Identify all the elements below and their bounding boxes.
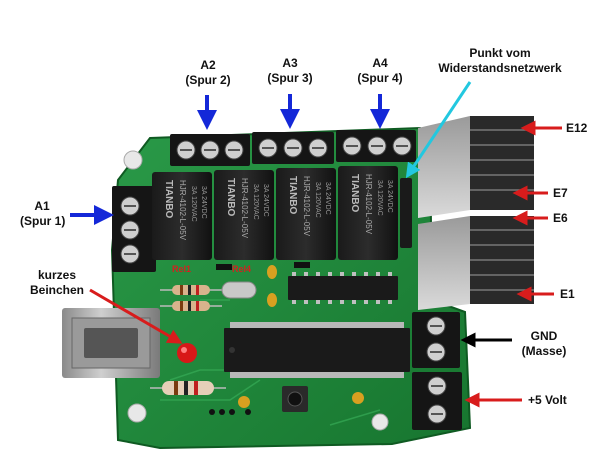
push-button: [282, 386, 308, 412]
relay-4: TIANBO HJR-4102-L-05V 3A 120VAC 3A 24VDC: [338, 166, 398, 260]
relay-rating-label: 3A 24VDC: [262, 184, 269, 217]
label-a2-line1: A2: [200, 58, 216, 72]
label-a4: A4 (Spur 4): [352, 56, 408, 86]
resistor: [150, 381, 226, 395]
crystal: [221, 281, 257, 299]
label-kurzes-line2: Beinchen: [29, 283, 84, 297]
relay-brand-label: TIANBO: [225, 178, 236, 217]
mounting-hole: [123, 150, 143, 170]
label-5v: +5 Volt: [528, 393, 567, 407]
relay-rating-label: 3A 120VAC: [376, 180, 383, 216]
relay-brand-label: TIANBO: [287, 176, 298, 215]
mounting-hole: [371, 413, 389, 431]
resistor: [160, 301, 222, 311]
terminal-a1: [112, 186, 156, 272]
capacitor: [352, 392, 364, 404]
relay-rating-label: 3A 120VAC: [190, 186, 197, 222]
relay-brand-label: TIANBO: [349, 174, 360, 213]
label-a4-line2: (Spur 4): [357, 71, 403, 85]
label-e1: E1: [560, 287, 575, 301]
label-a3-line1: A3: [282, 56, 298, 70]
terminal-gnd: [412, 312, 460, 368]
label-punkt-line2: Widerstandsnetzwerk: [438, 61, 562, 75]
diode: [216, 264, 232, 270]
usb-connector: [62, 308, 160, 378]
label-e12: E12: [566, 121, 588, 135]
capacitor: [238, 396, 250, 408]
input-connector-lower: [418, 216, 534, 310]
label-a1: A1 (Spur 1): [20, 199, 66, 229]
label-gnd-line2: (Masse): [521, 344, 567, 358]
label-punkt-line1: Punkt vom: [469, 46, 531, 60]
relay-brand-label: TIANBO: [163, 180, 174, 219]
arrow-kurzes: [89, 288, 183, 344]
relay-model-label: HJR-4102-L-05V: [302, 176, 311, 237]
label-kurzes-line1: kurzes: [37, 268, 77, 282]
label-gnd: GND (Masse): [514, 329, 574, 359]
red-led: [177, 343, 197, 363]
relay-2: TIANBO HJR-4102-L-05V 3A 120VAC 3A 24VDC: [214, 170, 274, 260]
capacitor: [267, 265, 277, 279]
terminal-5v: [412, 372, 462, 430]
rel4-mark: Rel4: [232, 264, 251, 274]
rel1-mark: Rel1: [172, 264, 191, 274]
relay-rating-label: 3A 24VDC: [200, 186, 207, 219]
label-a2: A2 (Spur 2): [180, 58, 236, 88]
ic-microcontroller: [224, 322, 410, 378]
label-punkt: Punkt vom Widerstandsnetzwerk: [436, 46, 564, 76]
label-e7: E7: [553, 186, 568, 200]
relay-rating-label: 3A 24VDC: [324, 182, 331, 215]
label-a1-line1: A1: [34, 199, 50, 213]
ic-small: [288, 272, 398, 304]
relay-model-label: HJR-4102-L-05V: [364, 174, 373, 235]
label-kurzes: kurzes Beinchen: [22, 268, 92, 298]
terminal-a3: [252, 132, 334, 164]
relay-rating-label: 3A 120VAC: [314, 182, 321, 218]
capacitor: [267, 293, 277, 307]
resistor: [160, 285, 222, 295]
relay-model-label: HJR-4102-L-05V: [178, 180, 187, 241]
label-e6: E6: [553, 211, 568, 225]
relay-3: TIANBO HJR-4102-L-05V 3A 120VAC 3A 24VDC: [276, 168, 336, 260]
label-a1-line2: (Spur 1): [20, 214, 66, 228]
relay-rating-label: 3A 24VDC: [386, 180, 393, 213]
diode: [294, 262, 310, 268]
resistor-network: [400, 178, 412, 248]
relay-rating-label: 3A 120VAC: [252, 184, 259, 220]
mounting-hole: [127, 403, 147, 423]
terminal-a4: [336, 130, 416, 162]
label-a4-line1: A4: [372, 56, 388, 70]
label-a3-line2: (Spur 3): [267, 71, 313, 85]
terminal-a2: [170, 134, 250, 166]
relay-model-label: HJR-4102-L-05V: [240, 178, 249, 239]
relay-1: TIANBO HJR-4102-L-05V 3A 120VAC 3A 24VDC: [152, 172, 212, 260]
arrow-punkt: [405, 81, 472, 179]
label-a2-line2: (Spur 2): [185, 73, 231, 87]
label-a3: A3 (Spur 3): [262, 56, 318, 86]
label-gnd-line1: GND: [530, 329, 558, 343]
pin-header: [209, 409, 251, 415]
